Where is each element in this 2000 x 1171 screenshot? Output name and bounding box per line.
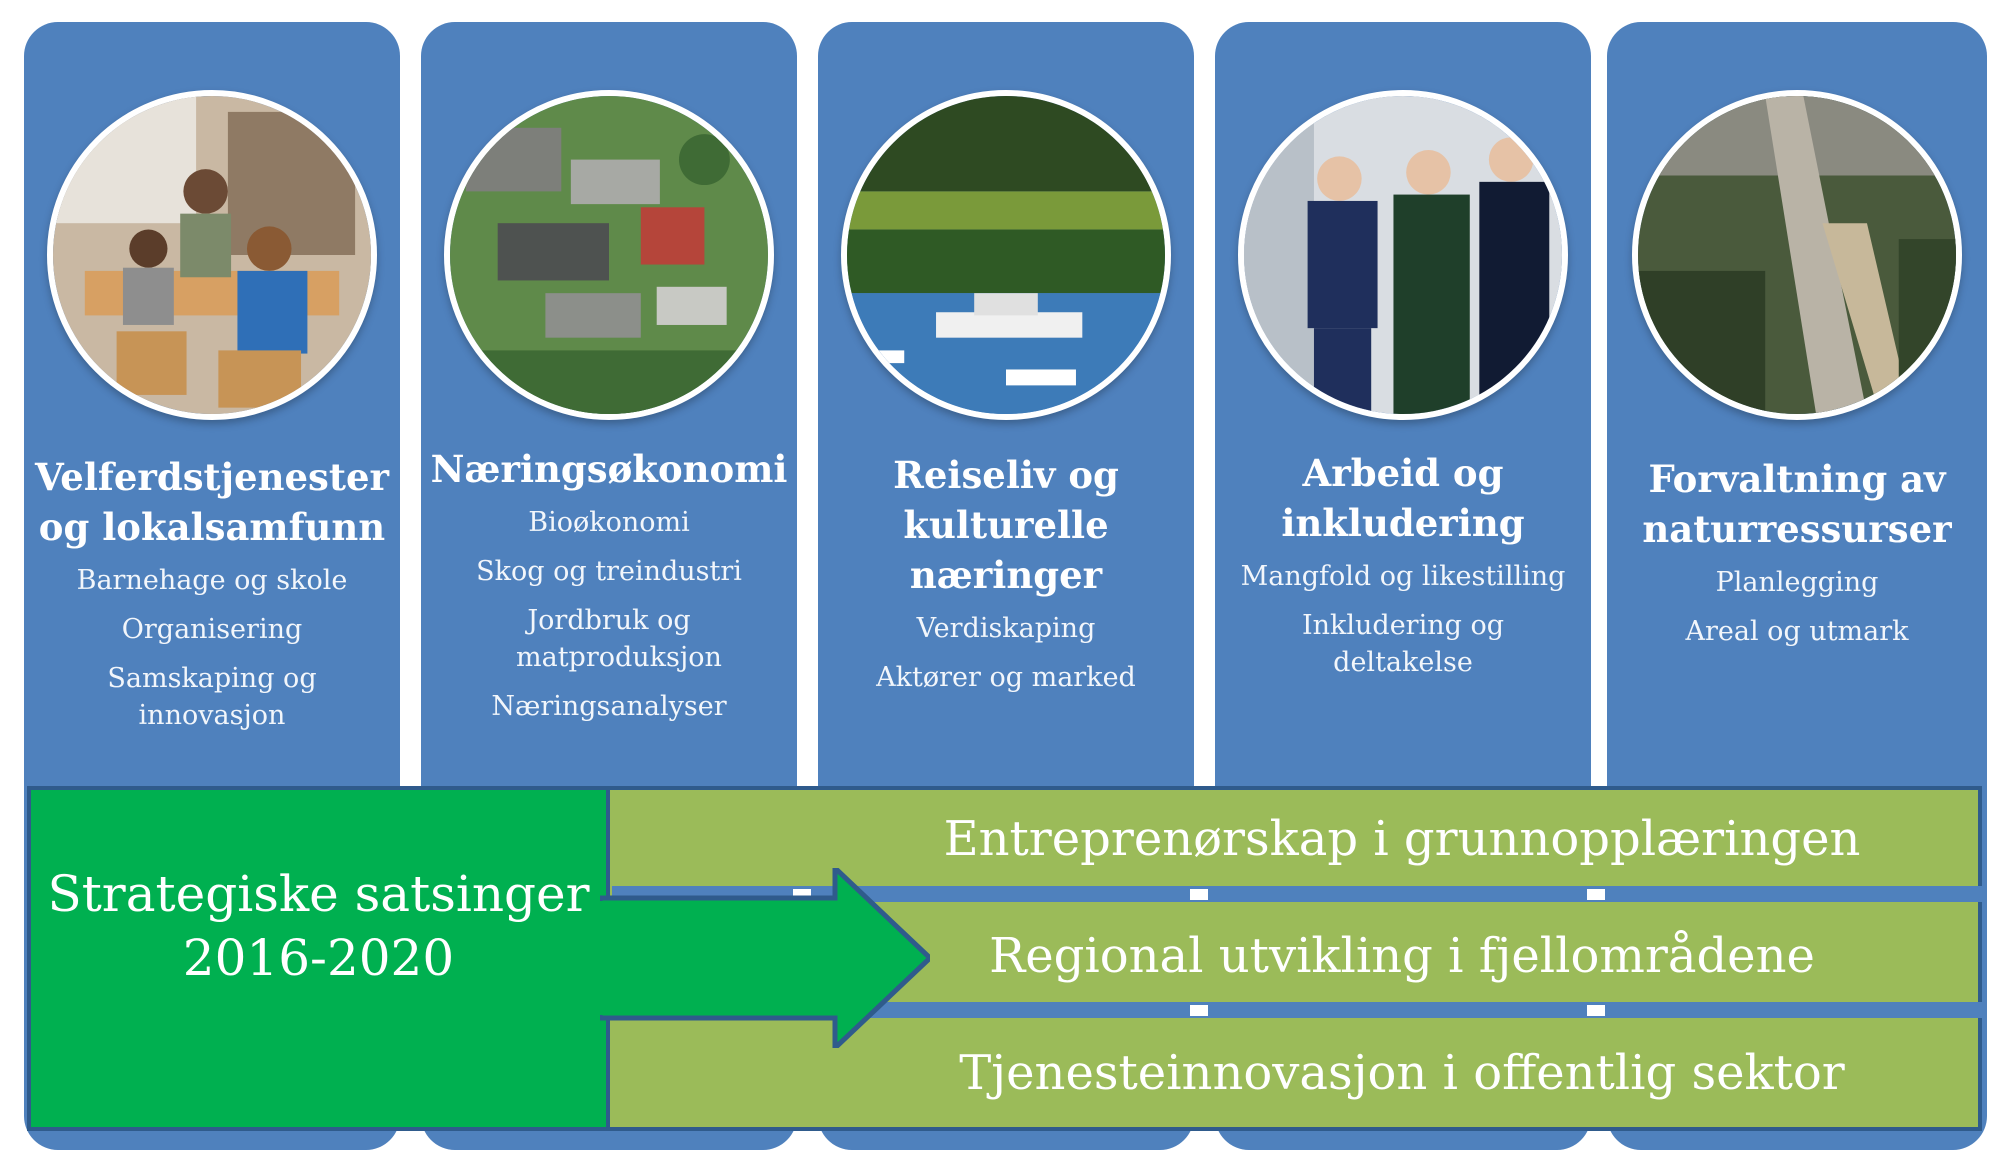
photo-road-through-forest [1632, 90, 1962, 420]
strategy-title: Strategiske satsinger 2016-2020 [47, 865, 590, 987]
band-entreprenorskap: Entreprenørskap i grunnopplæringen [943, 811, 1861, 867]
band-divider [612, 886, 1982, 902]
photo-children-playing [47, 90, 377, 420]
photo-uniformed-personnel [1238, 90, 1568, 420]
pillar-item: Jordbruk og matproduksjon [516, 605, 722, 673]
band-regional-utvikling: Regional utvikling i fjellområdene [989, 928, 1815, 984]
pillar-item: Mangfold og likestilling [1240, 561, 1566, 592]
pillar-item: Bioøkonomi [528, 507, 690, 538]
pillar-title: Næringsøkonomi [430, 447, 788, 491]
pillar-item: Areal og utmark [1685, 616, 1909, 647]
pillar-item: Samskaping og innovasjon [107, 663, 317, 731]
band-tjenesteinnovasjon: Tjenesteinnovasjon i offentlig sektor [959, 1045, 1845, 1101]
pillar-title: Arbeid og inkludering [1281, 451, 1525, 545]
pillar-title: Velferdstjenester og lokalsamfunn [35, 455, 389, 549]
divider-dash [1190, 1005, 1208, 1016]
pillar-item: Inkludering og deltakelse [1301, 610, 1505, 678]
pillar-item: Planlegging [1715, 567, 1879, 598]
pillar-item: Skog og treindustri [476, 556, 742, 587]
divider-dash [793, 889, 811, 900]
pillar-item: Verdiskaping [916, 613, 1096, 644]
pillar-item: Barnehage og skole [76, 565, 348, 596]
divider-dash [1190, 889, 1208, 900]
pillar-item: Aktører og marked [876, 662, 1136, 693]
photo-industrial-town-aerial [444, 90, 774, 420]
pillar-title: Reiseliv og kulturelle næringer [893, 453, 1119, 597]
pillar-item: Næringsanalyser [491, 691, 727, 722]
pillar-title: Forvaltning av naturressurser [1642, 457, 1952, 551]
photo-lake-boats [841, 90, 1171, 420]
arrow-right-icon [600, 868, 930, 1048]
divider-dash [1587, 889, 1605, 900]
divider-dash [1587, 1005, 1605, 1016]
pillar-item: Organisering [121, 614, 303, 645]
band-divider [612, 1002, 1982, 1018]
pillar-velferdstjenester: Velferdstjenester og lokalsamfunn Barneh… [24, 22, 400, 1150]
